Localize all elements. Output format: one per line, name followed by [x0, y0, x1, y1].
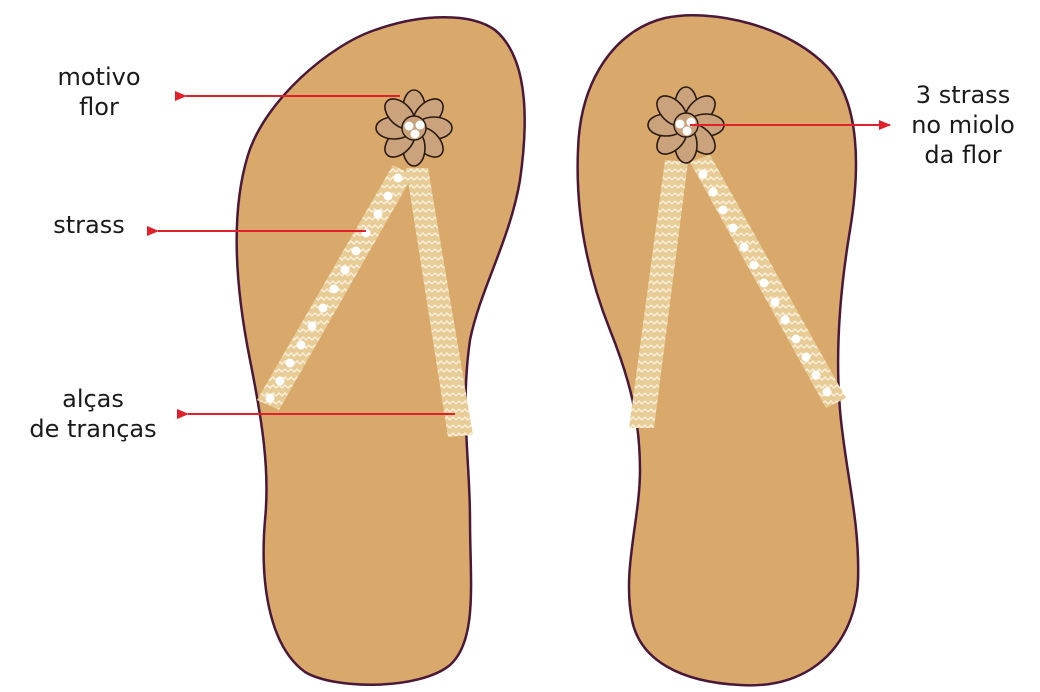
label-flower-center-line-1: 3 strass — [898, 80, 1028, 110]
label-straps-line-1: alças — [18, 384, 168, 414]
label-straps: alças de tranças — [18, 384, 168, 444]
label-flower-center: 3 strass no miolo da flor — [898, 80, 1028, 170]
left-sole — [237, 17, 525, 684]
right-sandal — [578, 15, 859, 685]
label-rhinestones: strass — [34, 210, 144, 240]
left-sandal — [237, 17, 525, 684]
label-straps-line-2: de tranças — [18, 414, 168, 444]
left-flower — [376, 90, 452, 166]
label-flower-center-line-3: da flor — [898, 140, 1028, 170]
label-flower-line-2: flor — [34, 92, 164, 122]
label-rhinestones-line-1: strass — [34, 210, 144, 240]
label-flower-motif: motivo flor — [34, 62, 164, 122]
label-flower-line-1: motivo — [34, 62, 164, 92]
label-flower-center-line-2: no miolo — [898, 110, 1028, 140]
